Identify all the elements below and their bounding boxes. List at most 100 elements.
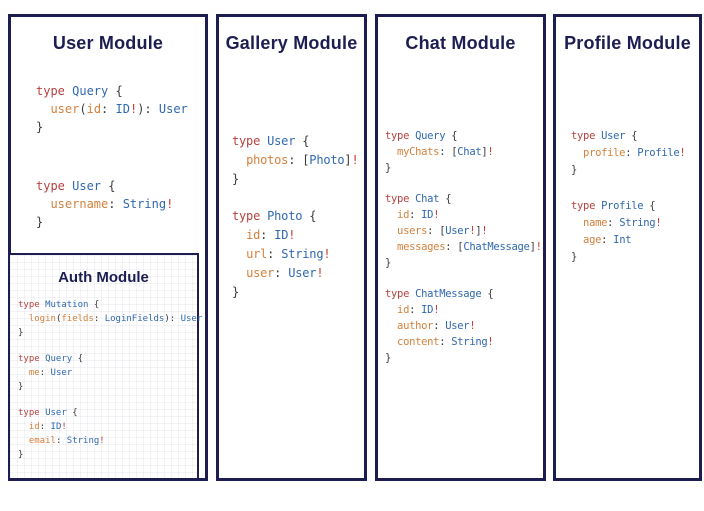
code-token-ex: !: [433, 304, 440, 316]
code-line: photos: [Photo]!: [232, 151, 359, 170]
code-token-pn: (: [79, 102, 87, 116]
code-line: type Chat {: [385, 191, 542, 207]
user-module-title: User Module: [52, 33, 164, 53]
code-line: author: User!: [385, 318, 542, 334]
gallery-module-code: type User { photos: [Photo]!}type Photo …: [232, 132, 359, 320]
code-token-pn: [36, 197, 50, 211]
code-token-fld: id: [86, 102, 102, 116]
code-token-pn: }: [571, 164, 578, 176]
code-line: }: [232, 283, 358, 302]
code-token-ty: Query: [415, 130, 446, 142]
code-token-pn: :: [409, 304, 422, 316]
code-token-pn: [571, 147, 583, 159]
code-token-fld: user: [246, 266, 275, 280]
code-token-ty: User: [445, 320, 470, 332]
code-line: }: [385, 350, 542, 366]
code-line: type User {: [232, 132, 358, 151]
code-token-fld: author: [397, 320, 434, 332]
code-line: messages: [ChatMessage]!: [385, 239, 542, 255]
code-token-fld: age: [583, 234, 602, 246]
code-token-pn: {: [101, 179, 116, 193]
code-token-ex: !: [351, 153, 359, 167]
auth-module-code: type Mutation { login(fields: LoginField…: [18, 298, 202, 474]
code-token-pn: :: [39, 422, 51, 432]
code-token-kw: type: [385, 288, 416, 300]
code-token-fld: url: [246, 247, 268, 261]
code-token-fld: email: [28, 436, 56, 446]
code-line: user: User!: [232, 264, 358, 283]
code-token-fld: id: [397, 304, 410, 316]
code-token-pn: :: [439, 336, 452, 348]
code-line: id: ID!: [385, 302, 542, 318]
code-line: content: String!: [385, 334, 542, 350]
code-token-fld: users: [397, 225, 428, 237]
code-line: id: ID!: [18, 420, 202, 434]
code-token-pn: }: [385, 352, 392, 364]
code-token-ex: !: [469, 320, 476, 332]
panel-gallery-module: Gallery Module type User { photos: [Phot…: [216, 14, 367, 481]
code-token-fld: myChats: [397, 146, 440, 158]
code-line: type Mutation {: [18, 298, 202, 312]
code-token-fld: id: [246, 228, 261, 242]
code-token-pn: :: [260, 228, 275, 242]
code-token-pn: {: [66, 408, 78, 418]
code-token-kw: type: [571, 130, 602, 142]
code-token-fld: name: [583, 217, 608, 229]
code-token-ex: !: [481, 225, 488, 237]
code-token-kw: type: [18, 354, 46, 364]
code-token-ex: !: [323, 247, 331, 261]
code-block: type User { id: ID! email: String!}: [18, 406, 202, 462]
code-token-ty: LoginFields: [104, 314, 165, 324]
code-token-ty: Int: [613, 234, 632, 246]
code-token-pn: [36, 102, 50, 116]
code-token-ex: !: [99, 436, 105, 446]
code-token-pn: }: [232, 285, 240, 299]
code-line: }: [36, 118, 188, 136]
code-token-ty: ID: [115, 102, 130, 116]
code-token-pn: : [: [445, 241, 464, 253]
code-token-ex: !: [655, 217, 662, 229]
code-token-pn: }: [385, 162, 392, 174]
code-token-fld: id: [397, 209, 410, 221]
code-token-ty: User: [72, 179, 102, 193]
code-token-ex: !: [469, 225, 476, 237]
code-token-kw: type: [385, 130, 416, 142]
code-line: }: [385, 160, 542, 176]
code-token-pn: {: [625, 130, 638, 142]
code-token-fld: profile: [583, 147, 626, 159]
code-token-pn: [18, 368, 29, 378]
code-token-pn: :: [601, 234, 614, 246]
code-token-ty: ID: [50, 422, 62, 432]
code-block: type Photo { id: ID! url: String! user: …: [232, 207, 358, 302]
code-line: }: [571, 162, 685, 179]
code-line: }: [18, 448, 202, 462]
code-line: login(fields: LoginFields): User: [18, 312, 202, 326]
code-token-pn: :: [267, 247, 282, 261]
code-token-kw: type: [232, 209, 268, 223]
code-token-ty: String: [451, 336, 488, 348]
code-token-pn: {: [439, 193, 452, 205]
code-token-kw: type: [36, 179, 73, 193]
code-block: type Profile { name: String! age: Int}: [571, 198, 685, 266]
code-line: type Query {: [18, 352, 202, 366]
code-token-pn: :: [93, 314, 105, 324]
code-token-pn: [571, 217, 583, 229]
code-line: myChats: [Chat]!: [385, 144, 542, 160]
code-token-ty: Profile: [601, 200, 644, 212]
code-block: type Query { me: User}: [18, 352, 202, 394]
code-token-ex: !: [487, 146, 494, 158]
code-token-ty: Mutation: [45, 300, 89, 310]
code-token-pn: {: [108, 84, 123, 98]
code-line: type User {: [18, 406, 202, 420]
code-token-ty: Chat: [415, 193, 440, 205]
code-token-pn: [571, 234, 583, 246]
code-token-kw: type: [18, 300, 46, 310]
code-line: username: String!: [36, 195, 188, 213]
code-token-pn: {: [295, 134, 310, 148]
code-line: name: String!: [571, 215, 685, 232]
code-token-pn: [385, 241, 397, 253]
chat-module-code: type Query { myChats: [Chat]!} type Chat …: [385, 128, 542, 381]
code-token-fld: photos: [246, 153, 289, 167]
code-line: }: [18, 326, 202, 340]
